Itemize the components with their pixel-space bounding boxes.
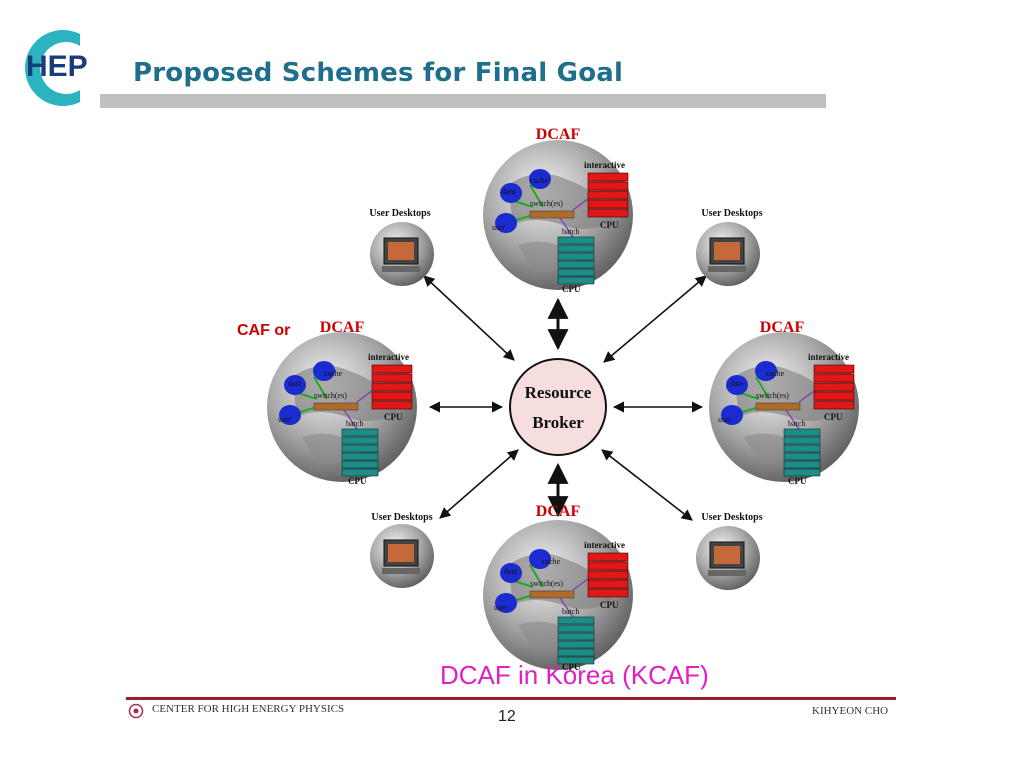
svg-text:User Desktops: User Desktops	[369, 208, 430, 219]
grid-diagram: DCAF interactive cache data switch(es) u…	[262, 120, 872, 680]
site-title: DCAF	[320, 319, 365, 336]
caf-or-label: CAF or	[237, 322, 291, 339]
footer-rule	[126, 697, 896, 700]
dcaf-site-top: DCAF interactive cache data switch(es) u…	[482, 126, 634, 294]
site-title: DCAF	[536, 503, 581, 520]
svg-text:interactive: interactive	[584, 540, 625, 550]
dcaf-site-bottom: DCAF interactive cache data switch(es) u…	[482, 503, 634, 672]
svg-text:User Desktops: User Desktops	[701, 208, 762, 219]
svg-text:switch(es): switch(es)	[530, 579, 563, 588]
user-desktop-bottom-left: User Desktops	[369, 512, 435, 589]
svg-text:data: data	[504, 567, 518, 576]
svg-text:user: user	[278, 415, 292, 424]
svg-text:CPU: CPU	[562, 284, 581, 294]
svg-text:data: data	[288, 379, 302, 388]
svg-text:cache: cache	[542, 557, 561, 566]
svg-text:interactive: interactive	[368, 352, 409, 362]
footer-organization: CENTER FOR HIGH ENERGY PHYSICS	[152, 703, 345, 715]
svg-text:cache: cache	[324, 369, 343, 378]
svg-text:CPU: CPU	[600, 220, 619, 230]
dcaf-site-right: DCAF interactive cache data switch(es) u…	[708, 319, 860, 486]
svg-text:batch: batch	[562, 607, 579, 616]
svg-text:switch(es): switch(es)	[756, 391, 789, 400]
svg-text:user: user	[718, 415, 732, 424]
svg-text:user: user	[492, 223, 506, 232]
svg-text:switch(es): switch(es)	[530, 199, 563, 208]
svg-text:User Desktops: User Desktops	[701, 512, 762, 523]
svg-text:cache: cache	[530, 176, 549, 185]
slide-title: Proposed Schemes for Final Goal	[133, 58, 624, 88]
svg-text:interactive: interactive	[808, 352, 849, 362]
svg-text:interactive: interactive	[584, 160, 625, 170]
dcaf-site-left: DCAF interactive cache data switch(es) u…	[266, 319, 418, 486]
user-desktop-top-right: User Desktops	[695, 208, 763, 287]
user-desktop-bottom-right: User Desktops	[695, 512, 763, 591]
svg-text:CPU: CPU	[348, 476, 367, 486]
svg-text:cache: cache	[766, 369, 785, 378]
title-underline-bar	[100, 94, 826, 108]
svg-text:CPU: CPU	[788, 476, 807, 486]
svg-text:CPU: CPU	[384, 412, 403, 422]
svg-text:CPU: CPU	[562, 662, 581, 672]
site-title: DCAF	[536, 126, 581, 143]
site-title: DCAF	[760, 319, 805, 336]
resource-broker: Resource Broker	[509, 358, 607, 456]
footer-author: KIHYEON CHO	[812, 705, 889, 717]
svg-text:data: data	[730, 379, 744, 388]
caption: DCAF in Korea (KCAF)	[440, 660, 709, 690]
hep-logo: HEP	[18, 26, 102, 110]
svg-text:batch: batch	[788, 419, 805, 428]
svg-text:user: user	[494, 603, 508, 612]
svg-text:batch: batch	[562, 227, 579, 236]
user-desktop-top-left: User Desktops	[369, 208, 435, 287]
svg-text:switch(es): switch(es)	[314, 391, 347, 400]
connection-arrows	[423, 275, 707, 521]
broker-line1: Resource	[525, 383, 592, 402]
emblem-icon	[128, 703, 144, 719]
svg-text:CPU: CPU	[824, 412, 843, 422]
svg-text:batch: batch	[346, 419, 363, 428]
broker-line2: Broker	[532, 413, 584, 432]
page-number: 12	[498, 708, 516, 725]
logo-text: HEP	[26, 50, 88, 83]
svg-text:data: data	[502, 187, 516, 196]
svg-text:User Desktops: User Desktops	[371, 512, 432, 523]
svg-text:CPU: CPU	[600, 600, 619, 610]
